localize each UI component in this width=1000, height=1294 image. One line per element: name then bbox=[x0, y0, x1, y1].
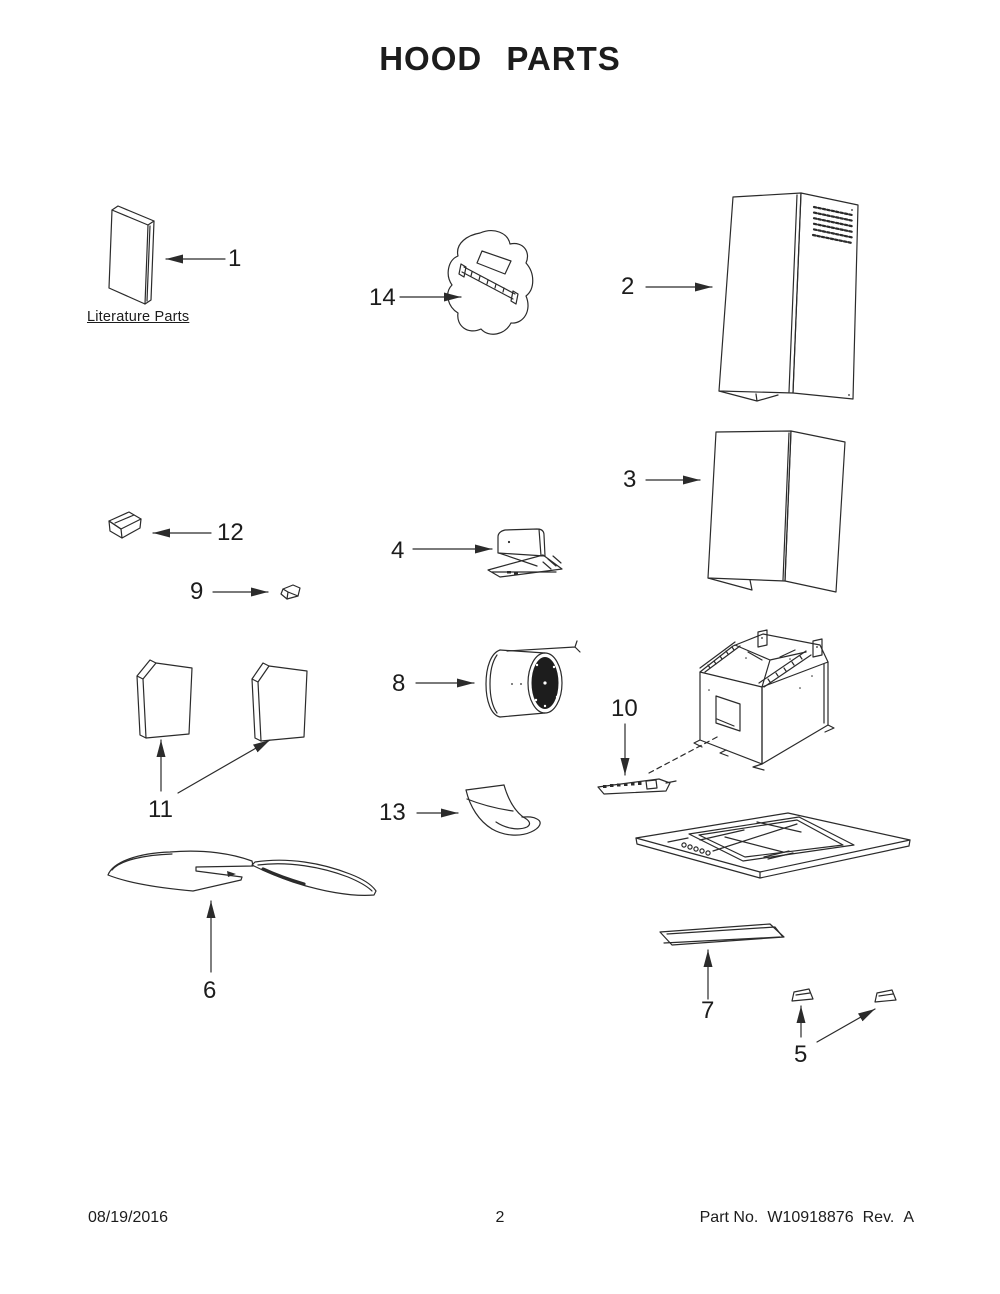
page-title: HOOD PARTS bbox=[379, 40, 621, 77]
footer-part-no-label: Part No. bbox=[699, 1209, 759, 1226]
hood-chassis-drawing bbox=[693, 629, 835, 771]
callout-4-label: 4 bbox=[391, 537, 405, 564]
part-2-drawing bbox=[718, 192, 859, 402]
callout-10-label: 10 bbox=[611, 695, 638, 722]
callout-11-arrow-right bbox=[177, 739, 271, 794]
callout-12-label: 12 bbox=[217, 519, 244, 546]
callout-7-label: 7 bbox=[701, 997, 715, 1024]
part-5-drawing bbox=[791, 988, 897, 1003]
part-11-drawing bbox=[136, 659, 308, 742]
callout-2-label: 2 bbox=[621, 273, 635, 300]
part-14-drawing bbox=[447, 230, 534, 335]
callout-8-label: 8 bbox=[392, 670, 406, 697]
callout-11-label: 11 bbox=[148, 796, 173, 823]
part-12-drawing bbox=[108, 511, 142, 539]
callout-14-label: 14 bbox=[369, 284, 396, 311]
footer-part-no-value: W10918876 bbox=[767, 1209, 854, 1226]
callout-1-label: 1 bbox=[228, 245, 242, 272]
part-8-drawing bbox=[485, 640, 581, 718]
footer-rev-value: A bbox=[903, 1209, 914, 1226]
footer-date: 08/19/2016 bbox=[88, 1209, 169, 1226]
part-7-drawing bbox=[659, 923, 785, 946]
part-1-drawing bbox=[108, 205, 155, 305]
part-13-drawing bbox=[465, 784, 541, 836]
footer-page-number: 2 bbox=[495, 1209, 505, 1226]
callout-13-label: 13 bbox=[379, 799, 406, 826]
footer-rev-label: Rev. bbox=[862, 1209, 895, 1226]
callout-5-arrow-right bbox=[816, 1008, 876, 1043]
callout-9-label: 9 bbox=[190, 578, 204, 605]
callout-5-label: 5 bbox=[794, 1041, 808, 1068]
part-10-drawing bbox=[597, 778, 677, 795]
literature-parts-label: Literature Parts bbox=[87, 309, 190, 325]
part-6-drawing bbox=[107, 850, 377, 896]
callout-3-label: 3 bbox=[623, 466, 637, 493]
part-3-drawing bbox=[707, 430, 846, 593]
part-9-drawing bbox=[280, 584, 301, 600]
bottom-plate-drawing bbox=[635, 812, 911, 879]
callout-6-label: 6 bbox=[203, 977, 217, 1004]
part-4-drawing bbox=[487, 528, 563, 578]
part-10-leader-line bbox=[648, 735, 720, 774]
